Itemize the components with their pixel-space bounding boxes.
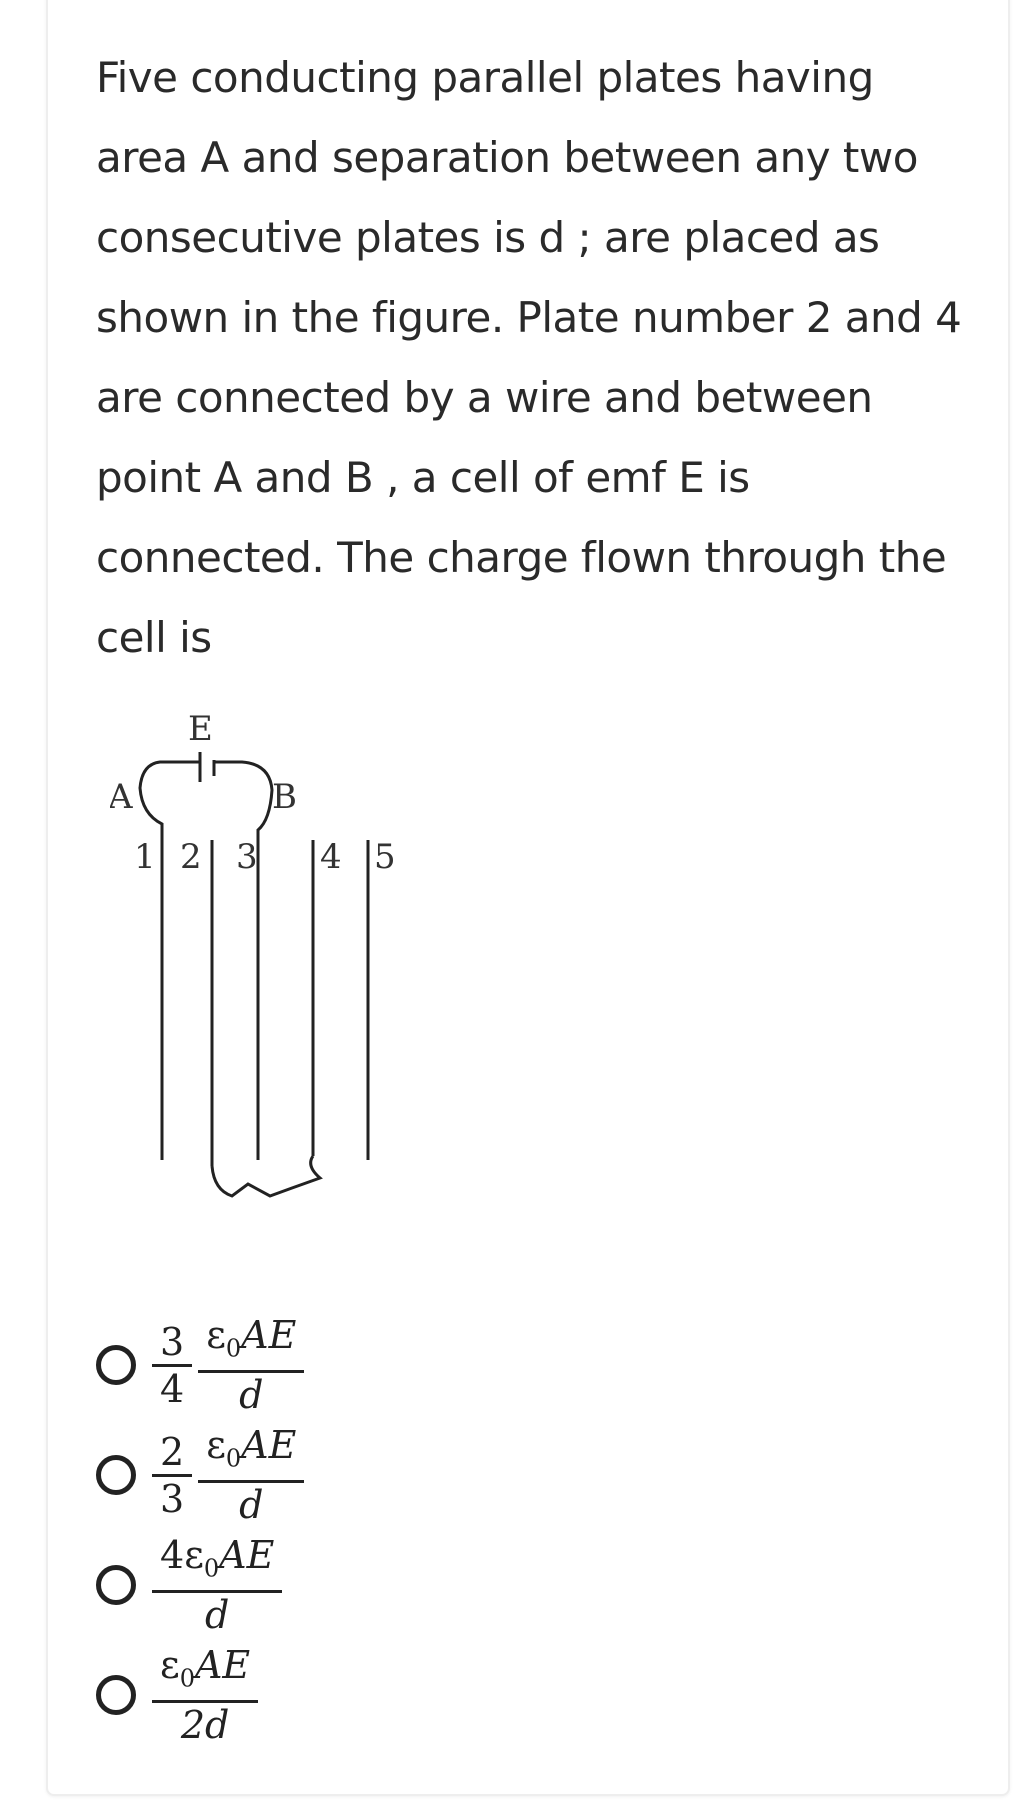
- wire-2-to-4: [210, 1155, 323, 1198]
- wire-a: [138, 760, 200, 840]
- question-text: Five conducting parallel plates having a…: [96, 53, 962, 662]
- emf-label: E: [188, 709, 213, 749]
- radio-button[interactable]: [96, 1345, 136, 1385]
- plate-5-label: 5: [374, 837, 396, 877]
- plate-2-label: 2: [180, 837, 202, 877]
- plate-3-label: 3: [236, 837, 258, 877]
- radio-button[interactable]: [96, 1455, 136, 1495]
- plate-4-label: 4: [320, 837, 342, 877]
- wire-b: [214, 760, 274, 840]
- point-a-label: A: [110, 777, 133, 817]
- capacitor-plates-figure: E A B 1 2 3 4 5: [110, 709, 396, 1198]
- point-b-label: B: [272, 777, 297, 817]
- plate-1-label: 1: [134, 837, 156, 877]
- radio-button[interactable]: [96, 1675, 136, 1715]
- question-card: [46, 0, 1010, 1796]
- radio-button[interactable]: [96, 1565, 136, 1605]
